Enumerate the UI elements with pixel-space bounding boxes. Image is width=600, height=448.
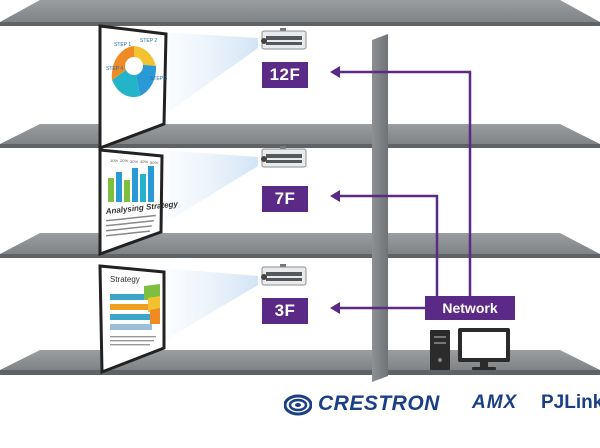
- arrowheads: [330, 66, 340, 314]
- computer-icon: [430, 328, 510, 370]
- beam-12f: [160, 32, 258, 118]
- step-1-label: STEP 1: [114, 42, 131, 48]
- floor-label-7f: 7F: [262, 186, 308, 212]
- amx-text: AMX: [472, 392, 518, 413]
- shelf-12f: [0, 124, 600, 148]
- projector-12f: [261, 28, 307, 50]
- beam-7f: [160, 150, 258, 226]
- percent-label-2: 20%: [120, 158, 128, 163]
- pjlink-text: PJLink: [541, 392, 600, 413]
- crestron-logo: CRESTRON: [284, 392, 440, 416]
- arrow-7f: [330, 190, 340, 202]
- percent-label-1: 10%: [110, 158, 118, 163]
- percent-label-4: 40%: [140, 159, 148, 164]
- pjlink-logo: PJLink: [541, 392, 600, 414]
- floor-label-3f: 3F: [262, 298, 308, 324]
- step-4-label: STEP 4: [106, 66, 123, 72]
- shelf-7f: [0, 233, 600, 258]
- projector-7f: [261, 146, 307, 168]
- step-3-label: STEP 3: [150, 76, 167, 82]
- network-lines: [336, 70, 472, 310]
- arrow-3f: [330, 302, 340, 314]
- arrow-12f: [330, 66, 340, 78]
- screen-3f: Strategy: [98, 264, 166, 375]
- floor-label-12f: 12F: [262, 62, 308, 88]
- partition-wall: [372, 34, 388, 382]
- network-label: Network: [425, 296, 515, 320]
- percent-label-3: 30%: [130, 159, 138, 164]
- bar-infographic: [108, 166, 154, 202]
- ribbon-infographic: [110, 284, 160, 330]
- beam-3f: [162, 268, 258, 342]
- screen-7f: 10% 20% 30% 40% 50% Analysing Strategy: [98, 148, 179, 257]
- step-2-label: STEP 2: [140, 38, 157, 44]
- screen-12f: STEP 1 STEP 2 STEP 3 STEP 4: [98, 24, 168, 151]
- screen-bottom-title: Strategy: [110, 275, 140, 284]
- amx-logo: AMX: [472, 392, 517, 414]
- percent-label-5: 50%: [150, 160, 158, 165]
- crestron-swirl-icon: [284, 394, 312, 416]
- shelf-top: [0, 0, 600, 26]
- projector-3f: [261, 264, 307, 286]
- crestron-text: CRESTRON: [318, 392, 440, 415]
